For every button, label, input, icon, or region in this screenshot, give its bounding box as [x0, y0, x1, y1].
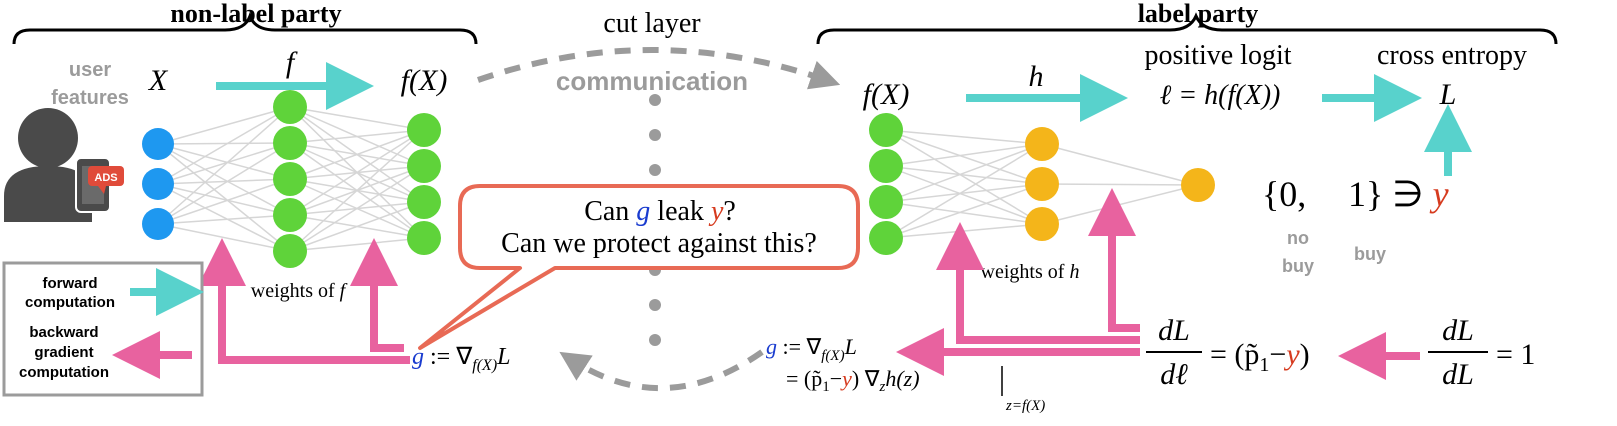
non-label-party-title: non-label party — [170, 0, 341, 28]
input-nodes — [142, 128, 174, 240]
fX-node — [869, 221, 903, 255]
input-node — [142, 168, 174, 200]
legend-forward-1: forward — [42, 275, 97, 292]
no-buy-label-2: buy — [1282, 256, 1314, 276]
h-hidden-node — [1025, 127, 1059, 161]
backward-arrow-to-fX-weights — [936, 222, 1140, 344]
non-label-brace — [12, 11, 478, 45]
dL-dL-denominator: dL — [1442, 358, 1474, 391]
label-brace — [816, 12, 1558, 45]
right-network-edges — [885, 129, 1199, 239]
dL-numerator: dL — [1158, 314, 1190, 347]
communication-label: communication — [556, 66, 748, 96]
label-party-title: label party — [1138, 0, 1259, 28]
hidden-node — [273, 198, 307, 232]
fX-left-label: f(X) — [401, 64, 448, 97]
question-bubble — [418, 184, 860, 350]
bubble-line-1: Can g leak y? — [584, 196, 736, 227]
h-hidden-node — [1025, 207, 1059, 241]
hidden-node — [273, 234, 307, 268]
dL-dL-numerator: dL — [1442, 314, 1474, 347]
hidden-node — [273, 90, 307, 124]
mid-gradient-formula: g := ∇f(X)L — [766, 334, 857, 364]
bubble-line-2: Can we protect against this? — [501, 228, 817, 259]
backward-arrow-to-input — [198, 238, 410, 364]
backward-arrow-to-hidden — [350, 238, 404, 352]
user-avatar-icon — [4, 108, 92, 222]
h-label: h — [1029, 60, 1044, 93]
left-output-nodes — [407, 113, 441, 255]
left-gradient-formula: g := ∇f(X)L — [412, 344, 511, 374]
dL-dL-equals-one: = 1 — [1496, 338, 1535, 371]
no-buy-label-1: no — [1287, 228, 1309, 248]
logit-node — [1181, 168, 1215, 202]
label-set: {0,1} ∋ y — [1262, 174, 1449, 214]
cross-entropy-label: cross entropy — [1377, 40, 1527, 71]
user-features-label-1: user — [69, 59, 111, 81]
weights-of-f-label: weights of f — [251, 280, 348, 302]
buy-label: buy — [1354, 244, 1386, 264]
right-input-nodes — [869, 113, 903, 255]
f-label: f — [286, 46, 298, 79]
left-network-edges — [157, 106, 425, 252]
dL-dl-equation: = (p̃1−y) — [1210, 338, 1310, 376]
legend-backward-3: computation — [19, 364, 109, 381]
input-node — [142, 208, 174, 240]
legend-backward-1: backward — [29, 324, 98, 341]
cut-node — [407, 113, 441, 147]
positive-logit-label: positive logit — [1145, 40, 1292, 71]
input-node — [142, 128, 174, 160]
cut-layer-dots — [649, 94, 661, 346]
right-hidden-nodes — [1025, 127, 1059, 241]
legend-backward-2: gradient — [34, 344, 93, 361]
legend-forward-2: computation — [25, 294, 115, 311]
fX-node — [869, 185, 903, 219]
fX-node — [869, 113, 903, 147]
cut-node — [407, 221, 441, 255]
hidden-node — [273, 162, 307, 196]
backward-arrow-to-h-weights — [1088, 188, 1140, 332]
cut-node — [407, 185, 441, 219]
ads-badge-icon: ADS — [88, 166, 124, 194]
fX-node — [869, 149, 903, 183]
L-label: L — [1439, 78, 1457, 111]
communication-arc-bottom — [559, 349, 764, 392]
communication-arc-top — [477, 47, 841, 90]
weights-of-h-label: weights of h — [981, 261, 1080, 283]
dl-denominator: dℓ — [1160, 358, 1188, 391]
user-features-label-2: features — [51, 87, 129, 109]
cut-layer-title: cut layer — [603, 8, 701, 39]
cut-node — [407, 149, 441, 183]
logit-formula: ℓ = h(f(X)) — [1160, 80, 1281, 111]
hidden-node — [273, 126, 307, 160]
mid-eval-subscript: z=f(X) — [1005, 398, 1045, 414]
left-hidden-nodes — [273, 90, 307, 268]
mid-gradient-line-2: = (p̃1−y) ∇zh(z) — [786, 366, 920, 395]
X-label: X — [148, 64, 169, 97]
h-hidden-node — [1025, 167, 1059, 201]
svg-text:ADS: ADS — [94, 172, 117, 184]
fX-right-label: f(X) — [863, 78, 910, 111]
